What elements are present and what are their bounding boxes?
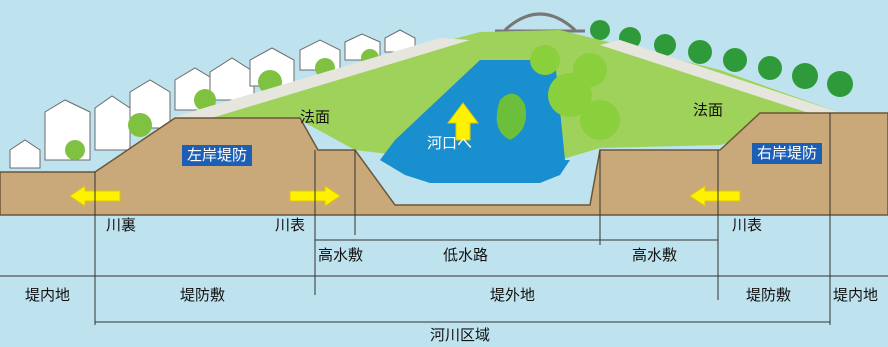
river-section-water [380,160,570,183]
left-levee-label: 左岸堤防 [182,145,253,166]
low-water-channel-label: 低水路 [443,246,489,264]
bridge-arch [503,12,577,32]
slope-left-label: 法面 [300,108,331,126]
right-levee-road [600,40,838,115]
kawaomote-label-right: 川表 [732,216,763,234]
river-area-label: 河川区域 [430,326,491,344]
high-water-right-label: 高水敷 [632,246,678,264]
river-island [496,93,526,140]
trees-riverbank [530,45,620,140]
to-estuary-label: 河口へ [427,134,473,152]
kawaura-label-left: 川裏 [106,216,137,234]
right-levee-label: 右岸堤防 [752,143,823,164]
kawaomote-label-left: 川表 [275,216,306,234]
high-water-left-label: 高水敷 [318,246,364,264]
slope-right-label: 法面 [693,101,724,119]
levee-site-right-label: 堤防敷 [746,286,792,304]
inland-right-label: 堤内地 [833,286,879,304]
dimension-lines [0,113,888,325]
levee-site-left-label: 堤防敷 [180,286,226,304]
outside-levee-label: 堤外地 [490,286,536,304]
left-levee-road [170,38,470,120]
ground-cross-section [0,112,888,216]
inland-left-label: 堤内地 [25,286,71,304]
trees-right [590,20,853,97]
